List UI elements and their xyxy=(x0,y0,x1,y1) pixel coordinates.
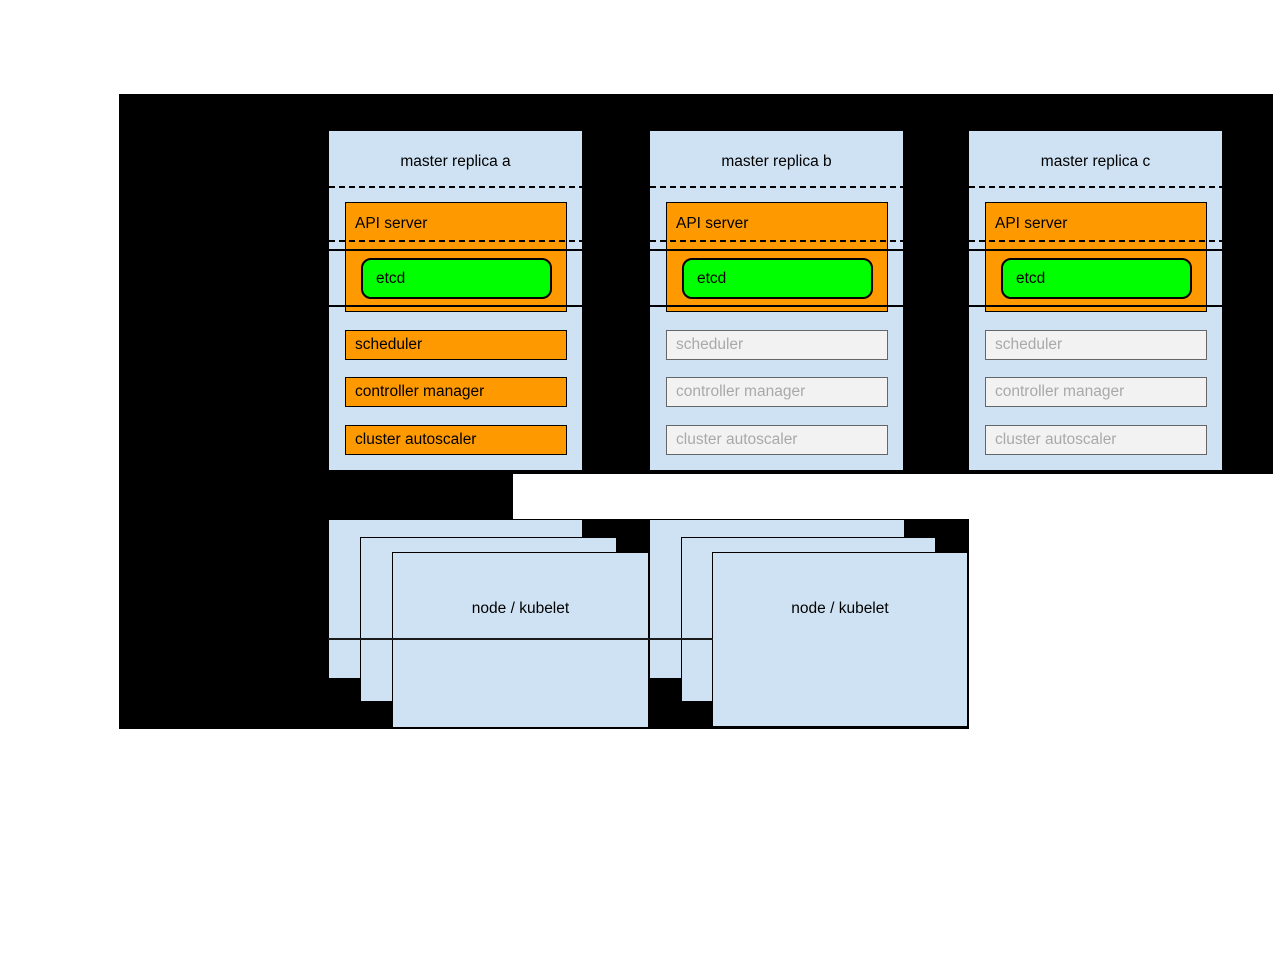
cluster-autoscaler-box: cluster autoscaler xyxy=(345,425,567,455)
master-replica-title: master replica b xyxy=(721,153,832,170)
scheduler-box: scheduler xyxy=(345,330,567,360)
node-kubelet-label: node / kubelet xyxy=(471,600,570,617)
etcd-bottom-line xyxy=(650,305,903,307)
api-server-label: API server xyxy=(355,215,428,232)
etcd-top-line xyxy=(329,249,582,251)
etcd-box: etcd xyxy=(682,258,873,299)
api-dashed-line xyxy=(969,240,1222,242)
controller-manager-box: controller manager xyxy=(345,377,567,407)
master-replica-title: master replica c xyxy=(1040,153,1151,170)
node-connector-line xyxy=(328,638,713,640)
api-dashed-line xyxy=(329,240,582,242)
controller-manager-box: controller manager xyxy=(985,377,1207,407)
api-server-box: API server etcd xyxy=(985,202,1207,312)
load-balancer-dashed-line xyxy=(650,186,903,188)
api-server-label: API server xyxy=(676,215,749,232)
api-server-box: API server etcd xyxy=(666,202,888,312)
node-kubelet-label: node / kubelet xyxy=(791,600,889,617)
etcd-box: etcd xyxy=(1001,258,1192,299)
master-replica-b-box: master replica b API server etcd schedul… xyxy=(649,130,904,471)
api-server-label: API server xyxy=(995,215,1068,232)
master-replica-a-box: master replica a API server etcd schedul… xyxy=(328,130,583,471)
etcd-top-line xyxy=(969,249,1222,251)
etcd-bottom-line xyxy=(969,305,1222,307)
cluster-autoscaler-box: cluster autoscaler xyxy=(985,425,1207,455)
node-box-front: node / kubelet xyxy=(392,552,649,728)
controller-manager-box: controller manager xyxy=(666,377,888,407)
master-replica-title: master replica a xyxy=(400,153,511,170)
api-dashed-line xyxy=(650,240,903,242)
scheduler-box: scheduler xyxy=(666,330,888,360)
load-balancer-dashed-line xyxy=(329,186,582,188)
cluster-autoscaler-box: cluster autoscaler xyxy=(666,425,888,455)
node-box-front: node / kubelet xyxy=(712,552,968,727)
etcd-top-line xyxy=(650,249,903,251)
etcd-bottom-line xyxy=(329,305,582,307)
load-balancer-dashed-line xyxy=(969,186,1222,188)
master-replica-c-box: master replica c API server etcd schedul… xyxy=(968,130,1223,471)
etcd-box: etcd xyxy=(361,258,552,299)
api-server-box: API server etcd xyxy=(345,202,567,312)
scheduler-box: scheduler xyxy=(985,330,1207,360)
black-background-step xyxy=(119,474,513,519)
